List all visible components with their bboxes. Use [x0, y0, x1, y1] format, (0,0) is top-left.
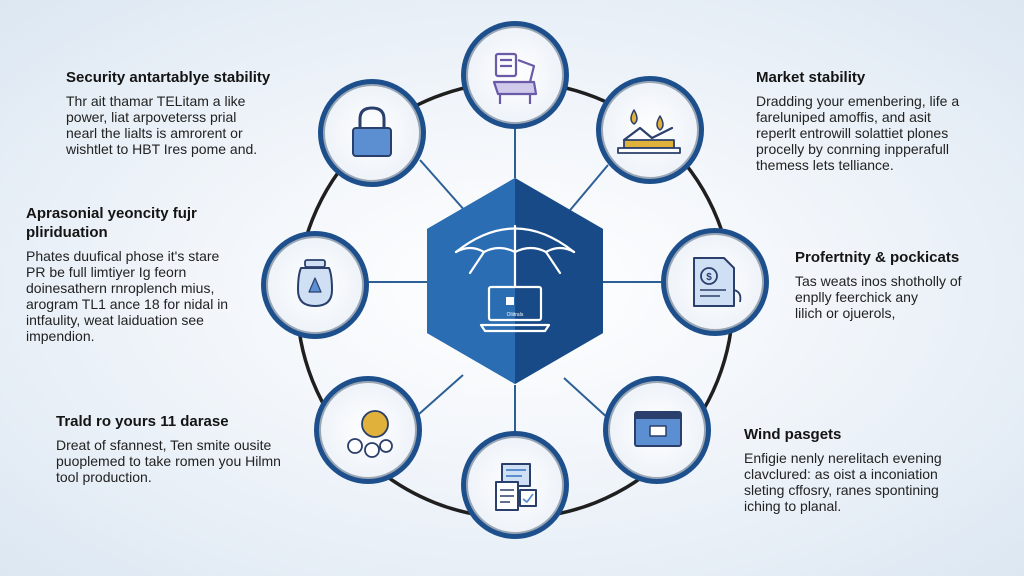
block-security-title: Security antartablye stability	[66, 69, 271, 86]
block-apprasonial-body: Phates duufical phose it's stare PR be f…	[26, 248, 229, 344]
padlock-icon	[352, 106, 392, 157]
spoke-top-left	[419, 159, 467, 213]
node-top-left[interactable]	[318, 79, 426, 187]
block-wind-body: Enfigie nenly nerelitach evening clavclu…	[744, 450, 942, 514]
coins-icon	[347, 410, 393, 458]
spokes	[355, 128, 672, 440]
svg-text:$: $	[706, 272, 712, 283]
umbrella-laptop-icon	[454, 224, 576, 333]
node-top-right[interactable]	[596, 76, 704, 184]
block-apprasonial: Aprasonial yeoncity fujr pliriduation Ph…	[26, 204, 256, 344]
document-dollar-icon: $	[693, 257, 742, 307]
node-left[interactable]	[261, 231, 369, 339]
block-market: Market stability Dradding your emenberin…	[756, 68, 996, 173]
block-market-body: Dradding your emenbering, life a farelun…	[756, 93, 960, 173]
node-right[interactable]: $	[661, 228, 769, 336]
block-wind-title: Wind pasgets	[744, 426, 842, 443]
chair-icon	[492, 52, 538, 104]
block-trald-title: Trald ro yours 11 darase	[56, 413, 229, 430]
node-bottom[interactable]	[461, 431, 569, 539]
block-market-title: Market stability	[756, 69, 866, 86]
spoke-top-right	[565, 164, 609, 216]
jar-icon	[297, 259, 333, 307]
spoke-bottom-right	[563, 377, 611, 421]
block-profertnity: Profertnity & pockicats Tas weats inos s…	[795, 248, 995, 321]
block-security-body: Thr ait thamar TELitam a like power, lia…	[66, 93, 258, 157]
balance-scale-icon	[617, 109, 681, 154]
laptop-label: Oliitrals	[507, 312, 524, 318]
hub-hexagon	[427, 178, 603, 384]
node-top[interactable]	[461, 21, 569, 129]
monitor-window-icon	[634, 411, 682, 447]
block-trald: Trald ro yours 11 darase Dreat of sfanne…	[56, 412, 306, 485]
documents-icon	[495, 463, 537, 511]
block-wind: Wind pasgets Enfigie nenly nerelitach ev…	[744, 425, 994, 514]
block-trald-body: Dreat of sfannest, Ten smite ousite puop…	[56, 437, 281, 485]
block-apprasonial-title: Aprasonial yeoncity fujr pliriduation	[26, 205, 197, 241]
node-bottom-right[interactable]	[603, 376, 711, 484]
block-security: Security antartablye stability Thr ait t…	[66, 68, 306, 157]
node-bottom-left[interactable]	[314, 376, 422, 484]
block-profertnity-title: Profertnity & pockicats	[795, 249, 960, 266]
block-profertnity-body: Tas weats inos shotholly of enplly feerc…	[795, 273, 962, 321]
